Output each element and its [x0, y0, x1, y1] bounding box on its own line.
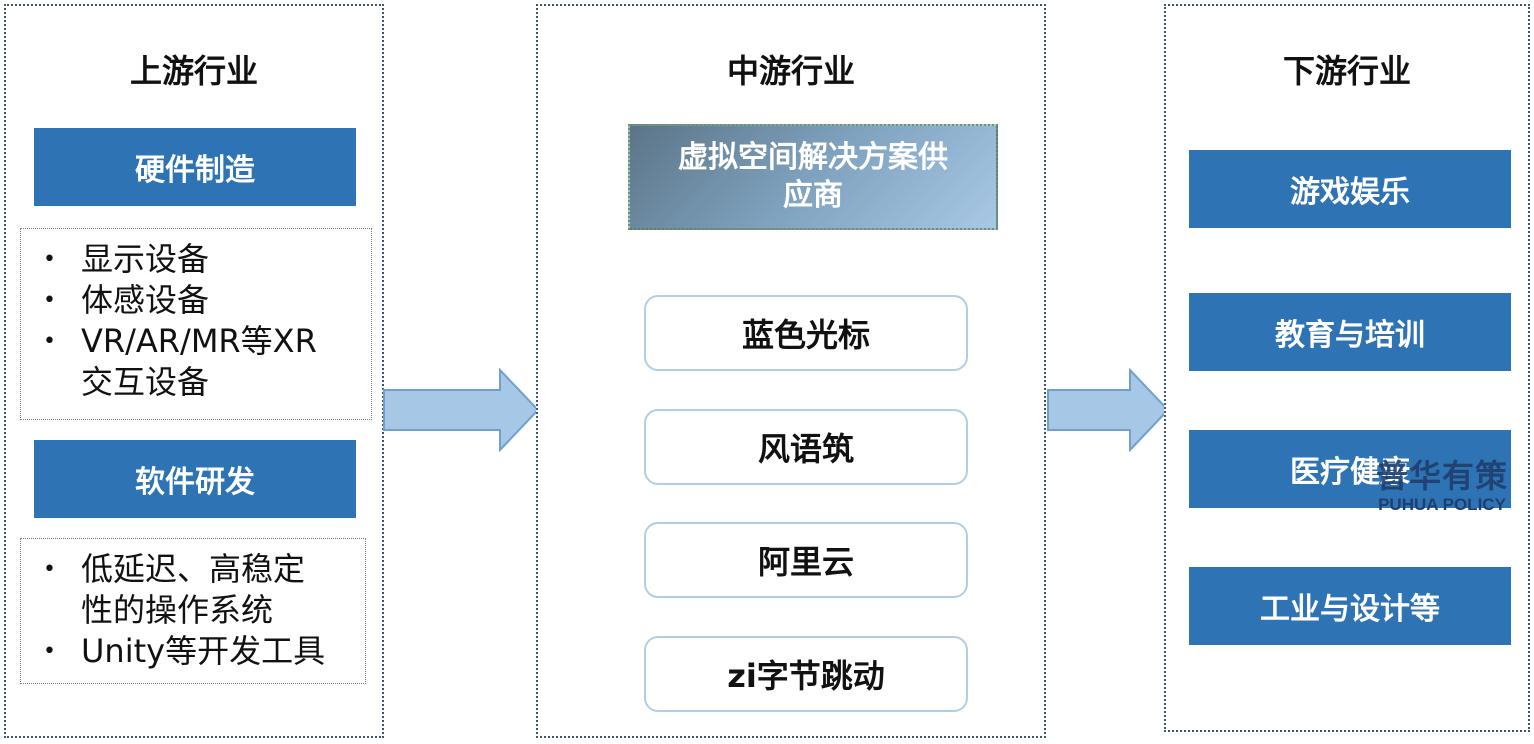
downstream-title: 下游行业: [1282, 52, 1411, 90]
solution-provider-box: 虚拟空间解决方案供 应商: [628, 124, 998, 230]
software-box: 软件研发: [34, 440, 356, 518]
bullet-icon: •: [43, 329, 56, 354]
list-item: •VR/AR/MR等XR: [43, 322, 317, 360]
downstream-item: 工业与设计等: [1189, 567, 1511, 645]
watermark-cn: 普华有策: [1375, 457, 1508, 495]
solution-line-1: 虚拟空间解决方案供: [678, 140, 948, 175]
bullet-icon: •: [43, 639, 56, 664]
list-item-continuation: 性的操作系统: [81, 591, 274, 629]
list-item: •Unity等开发工具: [43, 632, 326, 670]
midstream-title: 中游行业: [726, 52, 855, 90]
list-item: •体感设备: [43, 281, 210, 319]
software-list: •低延迟、高稳定 性的操作系统 •Unity等开发工具: [20, 538, 366, 684]
company-box: 蓝色光标: [644, 295, 968, 371]
solution-line-2: 应商: [783, 178, 843, 213]
list-item: •低延迟、高稳定: [43, 550, 306, 588]
company-box: 风语筑: [644, 409, 968, 485]
downstream-item: 游戏娱乐: [1189, 150, 1511, 228]
hardware-label: 硬件制造: [135, 153, 255, 188]
software-label: 软件研发: [135, 465, 255, 500]
list-item-continuation: 交互设备: [81, 363, 210, 401]
watermark-en: PUHUA POLICY: [1378, 495, 1506, 514]
arrow-right-icon: [383, 368, 540, 452]
bullet-icon: •: [43, 247, 56, 272]
upstream-title: 上游行业: [129, 52, 258, 90]
company-box: 阿里云: [644, 522, 968, 598]
downstream-item: 教育与培训: [1189, 293, 1511, 371]
downstream-item: 医疗健康: [1189, 430, 1511, 508]
hardware-box: 硬件制造: [34, 128, 356, 206]
midstream-panel: 中游行业: [536, 4, 1046, 738]
list-item: •显示设备: [43, 240, 210, 278]
hardware-list: •显示设备 •体感设备 •VR/AR/MR等XR 交互设备: [20, 228, 372, 420]
arrow-right-icon: [1047, 368, 1170, 452]
bullet-icon: •: [43, 288, 56, 313]
bullet-icon: •: [43, 557, 56, 582]
watermark-logo: 普华有策 PUHUA POLICY: [1372, 458, 1512, 516]
company-box: zi字节跳动: [644, 636, 968, 712]
